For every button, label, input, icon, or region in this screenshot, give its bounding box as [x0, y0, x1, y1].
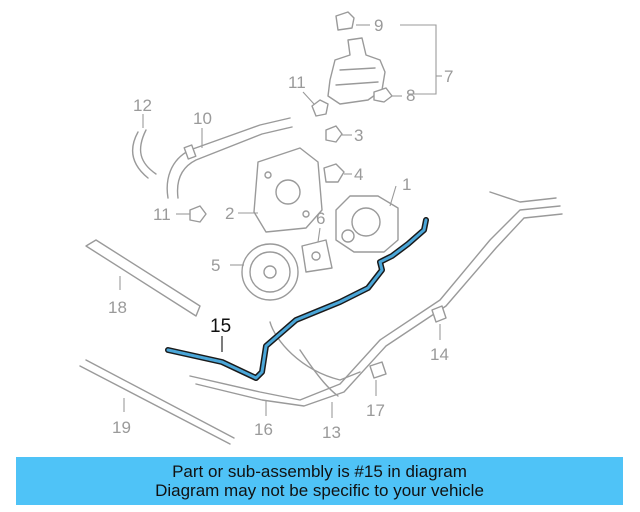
pulley-5 — [230, 243, 299, 301]
clamp-11 — [176, 205, 207, 223]
callout-8: 8 — [406, 86, 415, 105]
cap-part — [302, 91, 329, 117]
callout-5: 5 — [211, 256, 220, 275]
plate-6 — [301, 227, 333, 273]
callout-18: 18 — [108, 298, 127, 317]
reservoir-assembly — [327, 11, 442, 105]
callout-16: 16 — [254, 420, 273, 439]
shield-18 — [85, 239, 201, 317]
callout-12: 12 — [133, 96, 152, 115]
callout-11-lower: 11 — [153, 205, 171, 224]
callout-17: 17 — [366, 401, 385, 420]
bracket-2 — [238, 147, 323, 233]
callout-14: 14 — [430, 345, 449, 364]
callout-4: 4 — [354, 165, 363, 184]
banner-line-disclaimer: Diagram may not be specific to your vehi… — [155, 481, 484, 500]
callout-10: 10 — [193, 109, 212, 128]
parts-diagram: 1 2 3 4 5 6 7 8 9 10 11 11 12 13 14 15 1… — [79, 11, 563, 445]
callout-2: 2 — [225, 204, 234, 223]
hose-10 — [166, 117, 293, 199]
callout-13: 13 — [322, 423, 341, 442]
bar-19 — [79, 359, 235, 445]
return-lines — [189, 191, 563, 418]
callout-6: 6 — [316, 209, 325, 228]
callout-15: 15 — [210, 316, 231, 337]
callout-1: 1 — [402, 175, 411, 194]
callout-3: 3 — [354, 126, 363, 145]
fittings — [323, 125, 352, 183]
callout-7: 7 — [444, 67, 453, 86]
part-15-pressure-hose[interactable] — [165, 217, 429, 381]
banner-line-part: Part or sub-assembly is #15 in diagram — [172, 462, 467, 481]
clips — [369, 305, 447, 396]
info-banner: Part or sub-assembly is #15 in diagram D… — [16, 457, 623, 505]
callout-11-upper: 11 — [288, 73, 306, 92]
power-steering-pump — [335, 185, 399, 253]
callout-19: 19 — [112, 418, 131, 437]
callout-9: 9 — [374, 16, 383, 35]
hose-12 — [131, 114, 157, 179]
